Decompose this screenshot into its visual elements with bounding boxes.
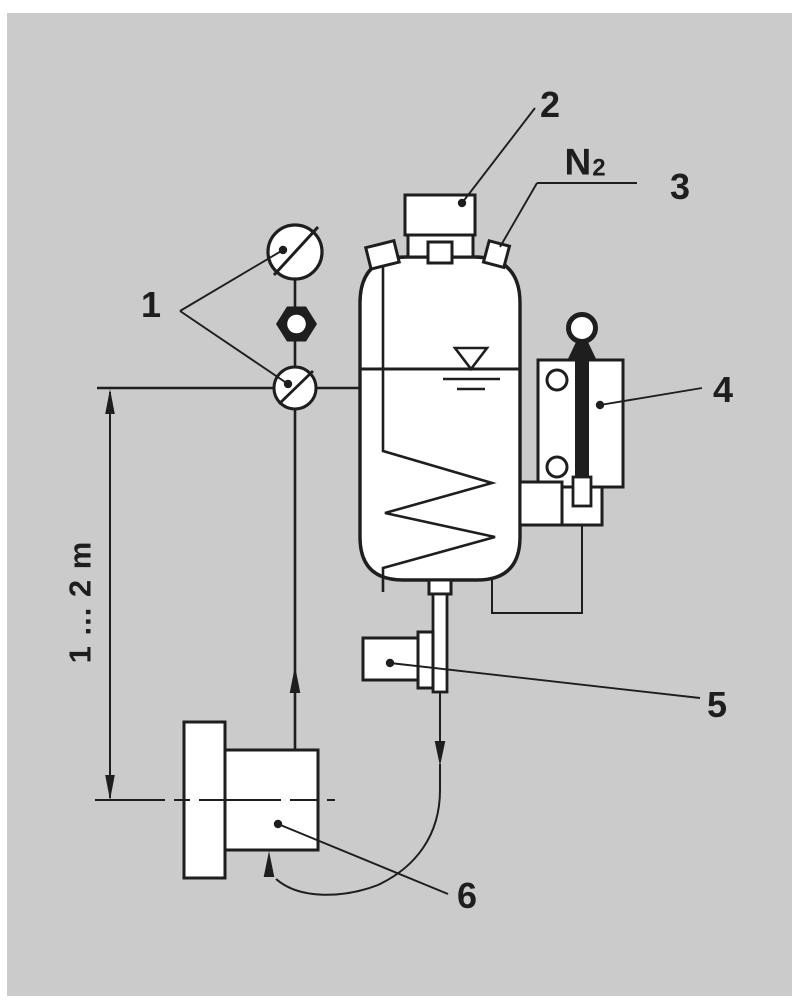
flow-arrow-up-icon <box>289 666 301 693</box>
pipe-lines <box>97 279 360 751</box>
leader-line-4 <box>599 387 703 406</box>
dimension-arrow-down-icon <box>105 775 115 800</box>
gauge-hole-bottom-icon <box>545 455 569 479</box>
heating-coil <box>381 266 497 592</box>
leader-line-5 <box>389 662 701 699</box>
nitrogen-label: N 2 <box>564 144 605 181</box>
leader-line-1a <box>179 249 284 312</box>
pump-assembly <box>95 720 335 880</box>
nitrogen-symbol: N <box>564 141 592 183</box>
tank-top-fittings <box>363 193 512 271</box>
callout-leaders <box>179 107 703 895</box>
leader-dot-1a <box>278 245 288 255</box>
dimension-line <box>105 389 115 800</box>
callout-4-label: 4 <box>712 369 734 410</box>
leader-dot-6 <box>273 819 283 829</box>
callout-2-label: 2 <box>539 84 561 125</box>
nozzle-center <box>426 240 454 265</box>
leader-line-6 <box>277 823 449 895</box>
float-ball-icon <box>566 312 598 344</box>
flow-arrow-down-icon <box>434 741 446 766</box>
pressure-vessel <box>358 255 522 592</box>
leader-dot-5 <box>385 658 395 668</box>
outlet-neck <box>427 578 453 596</box>
outlet-pipe <box>431 592 449 694</box>
callout-5-label: 5 <box>706 684 728 725</box>
valve-collar <box>416 630 435 690</box>
leader-line-2 <box>461 107 536 204</box>
level-gauge-assembly <box>491 312 625 614</box>
gauge-indicator-bar <box>575 347 589 490</box>
callout-3-label: 3 <box>669 166 691 207</box>
nozzle-left <box>363 238 402 271</box>
nitrogen-subscript: 2 <box>592 154 606 182</box>
hex-nut-bore <box>287 314 306 334</box>
level-triangle-icon <box>452 346 490 372</box>
leader-dot-1b <box>283 379 293 389</box>
leader-line-3 <box>499 182 538 248</box>
outlet-assembly <box>263 578 453 896</box>
pressure-gauge-needle <box>272 225 320 277</box>
drain-curve-line <box>275 764 441 896</box>
level-gauge-loop-line <box>491 506 583 614</box>
nozzle-right <box>481 238 512 270</box>
gauge-slider <box>571 475 593 508</box>
gauge-and-valve-group <box>266 223 324 411</box>
leader-dot-4 <box>595 400 605 410</box>
leader-line-1b <box>179 310 289 385</box>
pump-inlet-arrow-icon <box>263 851 275 877</box>
gauge-hole-top-icon <box>545 368 569 392</box>
float-stem <box>567 342 597 361</box>
leader-dot-2 <box>457 198 467 208</box>
callout-6-label: 6 <box>456 875 478 916</box>
dimension-label: 1 ... 2 m <box>62 540 98 664</box>
gauge-connector-left <box>518 480 564 527</box>
shutoff-valve-slash <box>278 369 314 406</box>
dimension-arrow-up-icon <box>105 389 115 414</box>
callout-1-label: 1 <box>140 284 162 325</box>
